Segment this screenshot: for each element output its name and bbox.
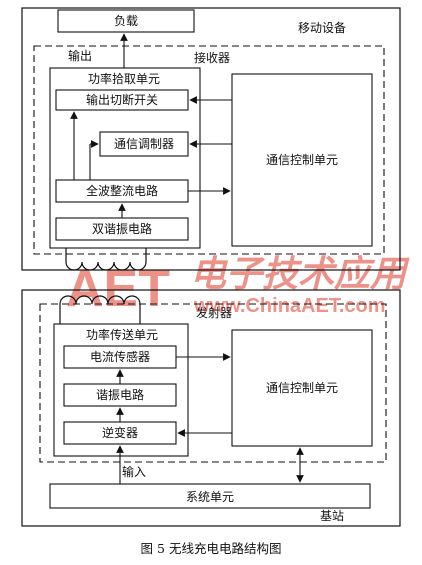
watermark-url: www.ChinaAET.com xyxy=(193,295,386,317)
base-station-title: 基站 xyxy=(320,509,344,523)
watermark-cn-text: 电子技术应用 xyxy=(190,253,410,295)
comm-modulator-box xyxy=(99,131,189,157)
load-box xyxy=(57,9,195,33)
inverter-label: 逆变器 xyxy=(102,425,138,440)
dual-resonant-label: 双谐振电路 xyxy=(92,221,152,236)
base-station-box xyxy=(21,289,401,527)
mobile-device-title: 移动设备 xyxy=(298,21,346,35)
receiver-title: 接收器 xyxy=(194,50,230,65)
receiver-box xyxy=(33,45,385,255)
transmitter-title: 发射器 xyxy=(196,305,232,320)
output-label: 输出 xyxy=(68,48,92,63)
comm-modulator-label: 通信调制器 xyxy=(114,137,174,151)
receiver-comm-control-label: 通信控制单元 xyxy=(266,153,338,167)
input-label: 输入 xyxy=(122,464,146,479)
figure-caption: 图 5 无线充电电路结构图 xyxy=(141,541,282,556)
power-transfer-title: 功率传送单元 xyxy=(86,327,158,342)
receiver-comm-control-box xyxy=(231,73,373,247)
resonant-circuit-label: 谐振电路 xyxy=(96,387,144,402)
output-switch-label: 输出切断开关 xyxy=(86,92,158,107)
system-unit-label: 系统单元 xyxy=(186,490,234,504)
watermark: AET 电子技术应用 www.ChinaAET.com xyxy=(66,253,410,318)
output-switch-box xyxy=(55,89,189,111)
rectifier-label: 全波整流电路 xyxy=(86,183,158,198)
mobile-device-box xyxy=(21,7,401,271)
transmitter-comm-control-label: 通信控制单元 xyxy=(266,381,338,395)
load-label: 负载 xyxy=(114,14,138,28)
coupling-coils xyxy=(59,248,147,324)
transmitter-comm-control-box xyxy=(231,329,373,447)
system-unit-box xyxy=(49,483,371,509)
transmitter-box xyxy=(39,303,387,463)
current-sensor-label: 电流传感器 xyxy=(90,349,150,364)
power-pickup-title: 功率拾取单元 xyxy=(88,71,160,86)
